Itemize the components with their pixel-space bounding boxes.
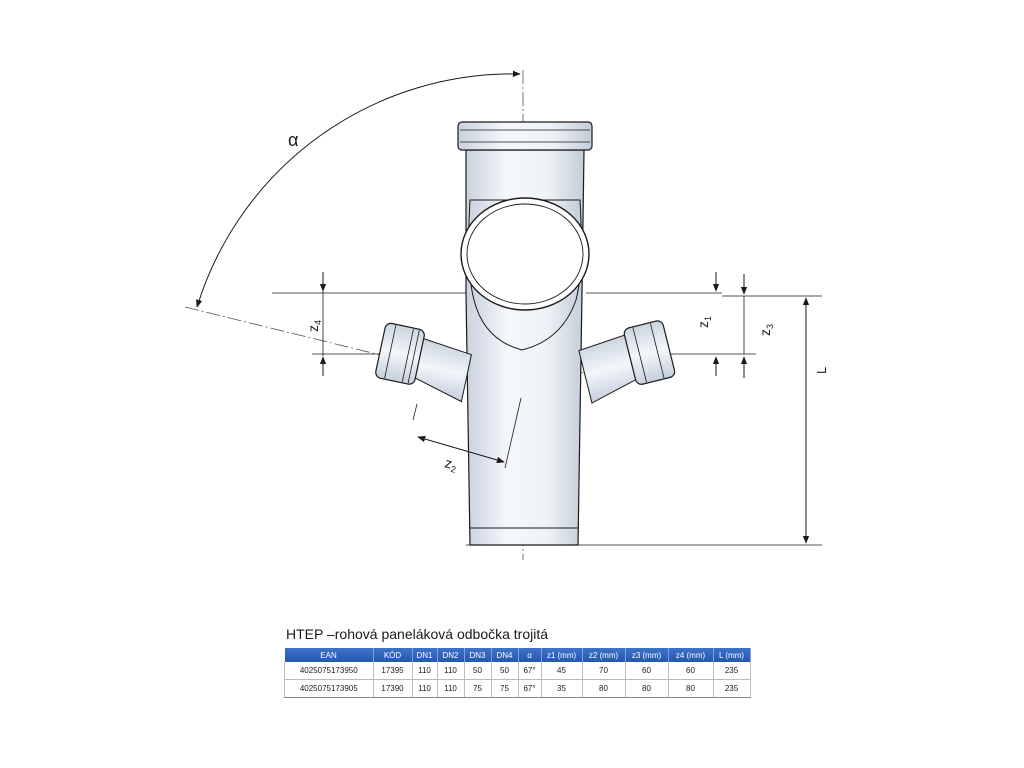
col-ean: EAN bbox=[284, 648, 374, 662]
table-cell: 60 bbox=[625, 662, 669, 680]
top-socket bbox=[457, 121, 593, 151]
col-z2: z2 (mm) bbox=[582, 648, 626, 662]
table-cell: 80 bbox=[668, 679, 714, 698]
fitting-drawing: α z4 z1 bbox=[184, 70, 829, 560]
col-l: L (mm) bbox=[713, 648, 751, 662]
svg-text:z4: z4 bbox=[305, 320, 323, 332]
table-cell: 67° bbox=[518, 662, 542, 680]
table-cell: 75 bbox=[491, 679, 519, 698]
table-row: 4025075173905 17390 110 110 75 75 67° 35… bbox=[284, 679, 751, 698]
col-dn2: DN2 bbox=[437, 648, 465, 662]
col-alpha: α bbox=[518, 648, 542, 662]
table-cell: 17395 bbox=[373, 662, 413, 680]
col-z1: z1 (mm) bbox=[541, 648, 583, 662]
table-cell: 4025075173905 bbox=[284, 679, 374, 698]
product-title: HTEP –rohová paneláková odbočka trojitá bbox=[286, 626, 549, 642]
svg-text:z2: z2 bbox=[443, 454, 459, 474]
table-cell: 110 bbox=[437, 679, 465, 698]
col-z4: z4 (mm) bbox=[668, 648, 714, 662]
spec-table: EAN KÓD DN1 DN2 DN3 DN4 α z1 (mm) z2 (mm… bbox=[284, 648, 751, 698]
table-cell: 67° bbox=[518, 679, 542, 698]
table-cell: 110 bbox=[412, 662, 438, 680]
table-cell: 235 bbox=[713, 679, 751, 698]
table-cell: 235 bbox=[713, 662, 751, 680]
alpha-arc bbox=[196, 70, 521, 308]
table-cell: 50 bbox=[464, 662, 492, 680]
table-cell: 17390 bbox=[373, 679, 413, 698]
table-cell: 110 bbox=[412, 679, 438, 698]
col-z3: z3 (mm) bbox=[625, 648, 669, 662]
table-cell: 60 bbox=[668, 662, 714, 680]
svg-text:z3: z3 bbox=[757, 324, 775, 336]
table-row: 4025075173950 17395 110 110 50 50 67° 45… bbox=[284, 662, 751, 680]
svg-text:z1: z1 bbox=[695, 316, 713, 328]
table-cell: 80 bbox=[625, 679, 669, 698]
table-cell: 50 bbox=[491, 662, 519, 680]
col-dn1: DN1 bbox=[412, 648, 438, 662]
table-cell: 45 bbox=[541, 662, 583, 680]
L-label: L bbox=[814, 367, 829, 374]
table-cell: 75 bbox=[464, 679, 492, 698]
table-cell: 80 bbox=[582, 679, 626, 698]
table-cell: 35 bbox=[541, 679, 583, 698]
left-branch bbox=[375, 322, 472, 403]
col-kod: KÓD bbox=[373, 648, 413, 662]
table-header-row: EAN KÓD DN1 DN2 DN3 DN4 α z1 (mm) z2 (mm… bbox=[284, 648, 751, 662]
table-cell: 70 bbox=[582, 662, 626, 680]
right-branch bbox=[578, 320, 676, 404]
alpha-label: α bbox=[288, 130, 298, 150]
table-cell: 110 bbox=[437, 662, 465, 680]
col-dn4: DN4 bbox=[491, 648, 519, 662]
table-cell: 4025075173950 bbox=[284, 662, 374, 680]
col-dn3: DN3 bbox=[464, 648, 492, 662]
